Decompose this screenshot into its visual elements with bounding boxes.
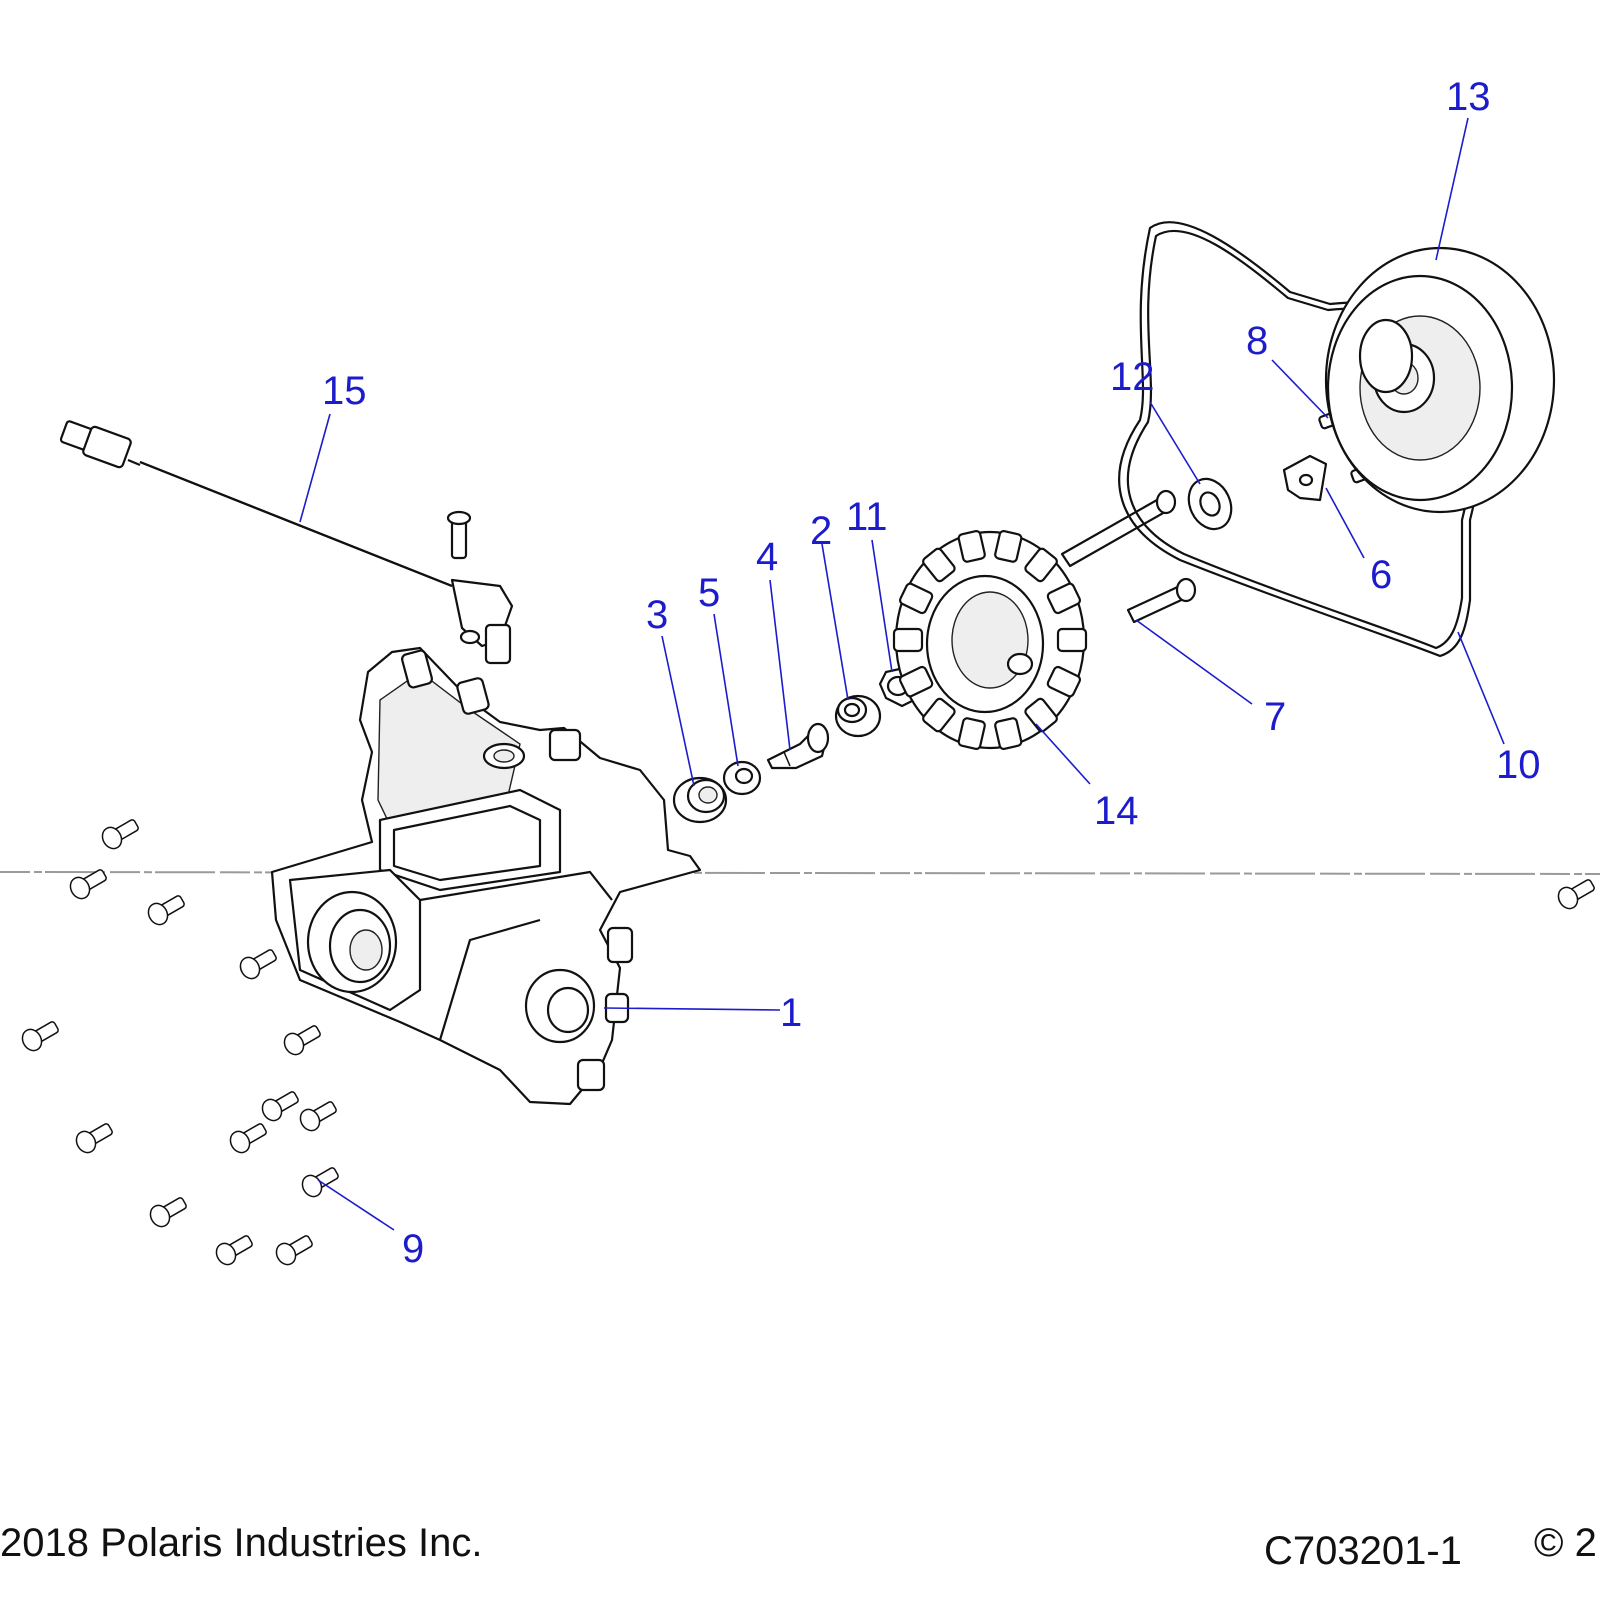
leader-12	[1149, 401, 1201, 485]
part-15-sensor-harness	[59, 420, 514, 665]
part-9-housing-bolts	[21, 819, 1595, 1266]
callout-14: 14	[1094, 789, 1139, 833]
leader-5	[713, 613, 739, 767]
hex-bolt	[1557, 879, 1595, 910]
part-14-stator	[892, 529, 1088, 751]
callout-7: 7	[1264, 695, 1286, 739]
callout-8: 8	[1246, 319, 1268, 363]
leader-lines	[299, 117, 1505, 1231]
leader-6	[1325, 487, 1365, 559]
hex-bolt	[301, 1167, 339, 1198]
callout-15: 15	[322, 369, 367, 413]
hex-bolt	[229, 1123, 267, 1154]
part-4-shaft-pin	[766, 722, 830, 770]
part-6-bracket	[1282, 454, 1328, 502]
stator-tooth	[957, 529, 986, 563]
part-7-stator-bolts	[1060, 489, 1197, 624]
copyright-notice-right: © 2	[1534, 1521, 1597, 1565]
hex-bolt	[147, 895, 185, 926]
footer: 2018 Polaris Industries Inc. C703201-1 ©…	[0, 1521, 1597, 1573]
stator-tooth	[898, 582, 934, 615]
leader-9	[317, 1179, 395, 1231]
part-12-washer	[1187, 477, 1233, 531]
stator-tooth	[994, 529, 1023, 563]
hex-bolt	[275, 1235, 313, 1266]
hex-bolt	[215, 1235, 253, 1266]
leader-1	[603, 1007, 781, 1011]
copyright-notice: 2018 Polaris Industries Inc.	[0, 1521, 482, 1565]
leader-10	[1457, 631, 1505, 745]
stator-tooth	[892, 627, 924, 653]
hex-bolt	[101, 819, 139, 850]
hex-bolt	[75, 1123, 113, 1154]
callout-5: 5	[698, 571, 720, 615]
callout-2: 2	[810, 509, 832, 553]
part-5-washer	[722, 760, 762, 796]
stator-tooth	[1024, 697, 1058, 733]
stator-tooth	[994, 717, 1023, 751]
hex-bolt	[239, 949, 277, 980]
stator-tooth	[922, 697, 956, 733]
stator-tooth	[1046, 582, 1082, 615]
callout-4: 4	[756, 535, 778, 579]
hex-bolt	[261, 1091, 299, 1122]
leader-7	[1135, 619, 1253, 705]
part-3-seal	[672, 776, 728, 824]
part-10-gasket	[1118, 221, 1489, 658]
callout-labels: 1 2 3 4 5 6 7 8 9 10 11 12 13 14 15	[322, 75, 1541, 1271]
hex-bolt	[299, 1101, 337, 1132]
scan-divider-line	[0, 871, 1600, 875]
drawing-number: C703201-1	[1264, 1529, 1462, 1573]
leader-4	[769, 579, 791, 751]
callout-10: 10	[1496, 743, 1541, 787]
callout-3: 3	[646, 593, 668, 637]
part-1-housing	[270, 646, 702, 1106]
leader-13	[1435, 117, 1469, 261]
stator-tooth	[1056, 627, 1088, 653]
hex-bolt	[149, 1197, 187, 1228]
callout-11: 11	[846, 495, 888, 539]
stator-tooth	[957, 717, 986, 751]
part-2-washer	[834, 694, 882, 738]
callout-12: 12	[1110, 355, 1155, 399]
leader-3	[661, 635, 695, 787]
callout-9: 9	[402, 1227, 424, 1271]
leader-14	[1035, 723, 1091, 785]
hex-bolt	[21, 1021, 59, 1052]
stator-tooth	[1046, 665, 1082, 698]
hex-bolt	[69, 869, 107, 900]
hex-bolt	[283, 1025, 321, 1056]
stator-tooth	[898, 665, 934, 698]
leader-11	[871, 539, 893, 673]
callout-1: 1	[780, 991, 802, 1035]
leader-8	[1271, 359, 1329, 419]
callout-13: 13	[1446, 75, 1491, 119]
part-sensor-bolt	[446, 510, 472, 560]
leader-15	[299, 413, 331, 523]
stator-tooth	[922, 547, 956, 583]
part-13-flywheel	[1324, 246, 1556, 514]
callout-6: 6	[1370, 553, 1392, 597]
stator-tooth	[1024, 547, 1058, 583]
leader-2	[821, 543, 849, 701]
